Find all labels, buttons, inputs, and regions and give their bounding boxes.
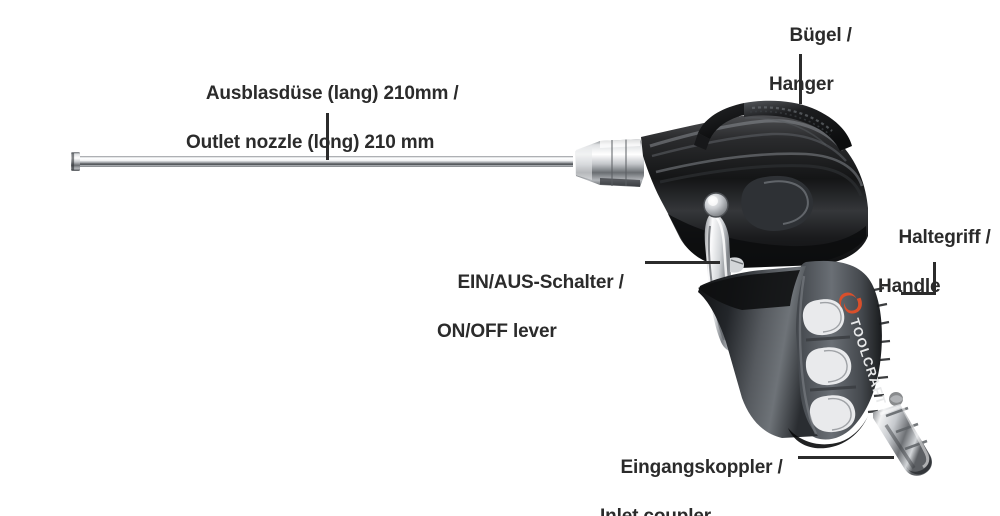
callout-hanger-line1: Bügel / (789, 25, 852, 47)
leader-hanger (799, 54, 802, 104)
leader-handle-horizontal (901, 292, 936, 295)
outlet-nozzle-part (71, 152, 573, 171)
callout-hanger-line2: Hanger (769, 73, 834, 95)
leader-handle-vertical (933, 262, 936, 295)
hanger-part (694, 100, 852, 151)
callout-handle-line2: Handle (878, 275, 941, 297)
nozzle-nut-part (575, 139, 644, 187)
callout-hanger: Bügel / Hanger (769, 0, 852, 146)
leader-onoff-lever (645, 261, 720, 264)
callout-handle: Haltegriff / Handle (878, 202, 991, 348)
callout-inlet-coupler-line2: Inlet coupler (600, 505, 783, 516)
callout-outlet-nozzle: Ausblasdüse (lang) 210mm / Outlet nozzle… (186, 58, 459, 204)
callout-outlet-nozzle-line2: Outlet nozzle (long) 210 mm (186, 131, 435, 153)
inlet-coupler-part (873, 404, 932, 476)
callout-onoff-lever-line1: EIN/AUS-Schalter / (457, 272, 624, 294)
callout-inlet-coupler: Eingangskoppler / Inlet coupler (600, 432, 783, 516)
callout-onoff-lever: EIN/AUS-Schalter / ON/OFF lever (437, 247, 624, 393)
callout-inlet-coupler-line1: Eingangskoppler / (620, 457, 783, 479)
callout-handle-line1: Haltegriff / (898, 227, 991, 249)
handle-part: TOOLCRAFT (698, 260, 903, 449)
callout-onoff-lever-line2: ON/OFF lever (437, 320, 557, 342)
leader-outlet-nozzle (326, 113, 329, 160)
callout-outlet-nozzle-line1: Ausblasdüse (lang) 210mm / (205, 83, 459, 105)
handle-grip-slots (802, 299, 856, 433)
leader-inlet-coupler (798, 456, 894, 459)
handle-moulded-emblem (889, 392, 903, 406)
